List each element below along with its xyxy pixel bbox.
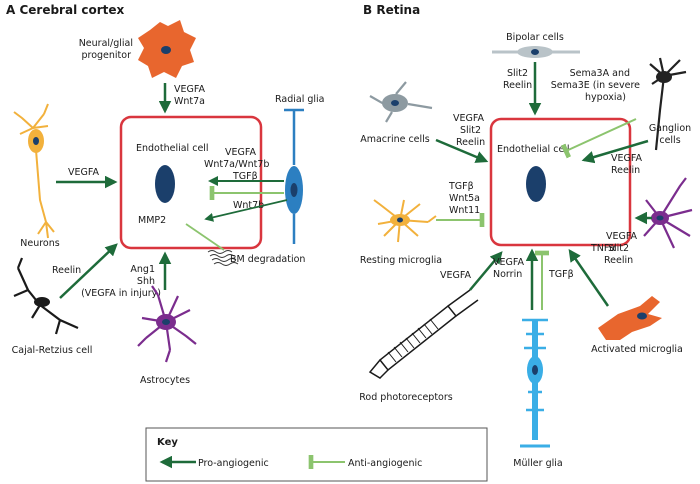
reelin-label-a: Reelin bbox=[52, 265, 81, 276]
right-factor-2: Slit2 bbox=[608, 243, 629, 254]
rod-factor: VEGFA bbox=[440, 270, 471, 281]
muller-factor-1: VEGFA bbox=[493, 257, 524, 268]
astrocytes-label: Astrocytes bbox=[140, 375, 190, 386]
endothelial-label-b: Endothelial cell bbox=[497, 144, 570, 155]
endothelial-cell-a bbox=[119, 115, 263, 250]
rod-photoreceptor-icon bbox=[368, 289, 479, 379]
arrow-ganglion bbox=[581, 139, 649, 164]
activated-microglia-icon bbox=[598, 296, 662, 340]
radial-factor-2: Wnt7a/Wnt7b bbox=[204, 159, 269, 170]
endothelial-cell-b bbox=[489, 117, 632, 247]
muller-glia-icon bbox=[520, 318, 550, 448]
amacrine-label: Amacrine cells bbox=[360, 134, 430, 145]
neuron-icon bbox=[13, 103, 55, 239]
astrocyte-icon bbox=[137, 285, 197, 363]
progenitor-nucleus bbox=[161, 46, 171, 54]
ganglion-icon bbox=[649, 57, 687, 151]
key-anti-label: Anti-angiogenic bbox=[348, 458, 422, 469]
bipolar-icon bbox=[492, 46, 580, 58]
bipolar-factor-1: Slit2 bbox=[507, 68, 528, 79]
muller-label: Müller glia bbox=[513, 458, 562, 469]
right-cell-nucleus bbox=[656, 215, 664, 221]
rod-label: Rod photoreceptors bbox=[359, 392, 453, 403]
bm-fiber-icon bbox=[207, 250, 239, 266]
progenitor-label-2: progenitor bbox=[81, 50, 131, 61]
nucleus-b bbox=[526, 166, 546, 202]
resting-factor-1: TGFβ bbox=[448, 181, 474, 192]
cajal-label: Cajal-Retzius cell bbox=[12, 345, 93, 356]
amacrine-factor-1: VEGFA bbox=[453, 113, 484, 124]
inhibit-sema bbox=[560, 118, 637, 159]
ganglion-factor-2: Reelin bbox=[611, 165, 640, 176]
arrow-rod bbox=[469, 251, 503, 291]
arrow-cajal bbox=[59, 243, 118, 299]
sema-text-3: hypoxia) bbox=[585, 92, 626, 103]
resting-label: Resting microglia bbox=[360, 255, 442, 266]
radial-factor-1: VEGFA bbox=[225, 147, 256, 158]
endothelial-label-a: Endothelial cell bbox=[136, 143, 209, 154]
mmp2-label: MMP2 bbox=[138, 215, 166, 226]
amacrine-icon bbox=[369, 81, 433, 123]
progenitor-label-1: Neural/glial bbox=[79, 38, 133, 49]
muller-factor-2: Norrin bbox=[493, 269, 522, 280]
ganglion-soma bbox=[656, 71, 672, 83]
right-cell-icon bbox=[643, 177, 693, 249]
bipolar-label: Bipolar cells bbox=[506, 32, 564, 43]
neuron-nucleus bbox=[33, 137, 39, 145]
resting-factor-2: Wnt5a bbox=[449, 193, 480, 204]
arrow-wnt7b bbox=[204, 199, 288, 222]
key-title: Key bbox=[157, 437, 178, 448]
inhibit-mmp2-bm bbox=[185, 223, 225, 251]
key-pro-label: Pro-angiogenic bbox=[198, 458, 269, 469]
bipolar-factor-2: Reelin bbox=[503, 80, 532, 91]
panel-a-title: A Cerebral cortex bbox=[6, 3, 125, 17]
sema-text-1: Sema3A and bbox=[570, 68, 630, 79]
bm-label: BM degradation bbox=[230, 254, 305, 265]
resting-microglia-icon bbox=[373, 199, 437, 243]
cajal-soma bbox=[34, 297, 50, 307]
ganglion-label-2: cells bbox=[659, 135, 680, 146]
amacrine-factor-3: Reelin bbox=[456, 137, 485, 148]
neurons-factor: VEGFA bbox=[68, 167, 99, 178]
arrow-activated bbox=[568, 248, 610, 307]
activated-label: Activated microglia bbox=[591, 344, 683, 355]
radial-factor-3: TGFβ bbox=[232, 171, 258, 182]
radial-glia-icon bbox=[284, 108, 304, 244]
astro-factor-2: Shh bbox=[137, 276, 155, 287]
astro-factor-1: Ang1 bbox=[130, 264, 155, 275]
panel-b-title: B Retina bbox=[363, 3, 420, 17]
key-box bbox=[145, 427, 488, 482]
sema-text-2: Sema3E (in severe bbox=[551, 80, 640, 91]
tnf-label: TNFα bbox=[590, 243, 616, 254]
astrocyte-nucleus bbox=[162, 319, 170, 325]
neurons-label: Neurons bbox=[20, 238, 60, 249]
wnt7b-label: Wnt7b bbox=[233, 200, 264, 211]
ganglion-factor-1: VEGFA bbox=[611, 153, 642, 164]
radial-glia-label: Radial glia bbox=[275, 94, 325, 105]
amacrine-factor-2: Slit2 bbox=[460, 125, 481, 136]
progenitor-factor-2: Wnt7a bbox=[174, 96, 205, 107]
nucleus-a bbox=[155, 165, 175, 203]
astro-factor-3: (VEGFA in injury) bbox=[81, 288, 161, 299]
muller-tgf: TGFβ bbox=[548, 269, 574, 280]
resting-nucleus bbox=[397, 217, 403, 223]
resting-factor-3: Wnt11 bbox=[449, 205, 480, 216]
progenitor-factor-1: VEGFA bbox=[174, 84, 205, 95]
arrow-amacrine bbox=[435, 138, 489, 163]
right-factor-3: Reelin bbox=[604, 255, 633, 266]
right-factor-1: VEGFA bbox=[606, 231, 637, 242]
ganglion-label-1: Ganglion bbox=[649, 123, 691, 134]
